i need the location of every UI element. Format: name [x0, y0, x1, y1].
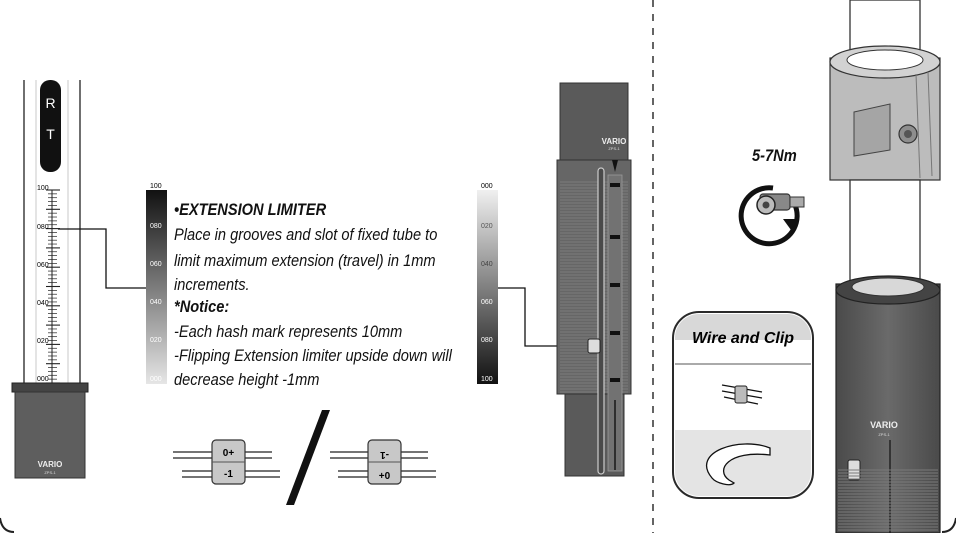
notice-line-2: -Flipping Extension limiter upside down …: [174, 346, 452, 365]
left-brand: VARIO: [38, 460, 63, 469]
left-leader-line: [58, 228, 146, 289]
wire-clip-panel: Wire and Clip: [672, 311, 814, 499]
wire-with-limiter-icon: [721, 384, 763, 405]
right-brand-sub: ZPS-1: [878, 432, 890, 437]
right-scale-080: 080: [481, 337, 493, 344]
right-scale-000: 000: [481, 183, 493, 190]
instructions-heading: •EXTENSION LIMITER: [174, 200, 327, 219]
mid-scale-080: 080: [150, 223, 162, 230]
middle-gradient-scale: 100 080 060 040 020 000: [146, 183, 167, 384]
instructions-body-2: limit maximum extension (travel) in 1mm: [174, 251, 436, 270]
left-scale-080: 080: [37, 224, 49, 231]
center-seatpost: VARIO ZPS-1: [556, 82, 632, 477]
right-scale-040: 040: [481, 261, 493, 268]
mid-scale-100: 100: [150, 183, 162, 190]
rotate-arrow-icon: [738, 185, 800, 247]
mid-scale-000: 000: [150, 376, 162, 383]
left-scale-060: 060: [37, 262, 49, 269]
limiter-left: 0+ -1: [173, 439, 280, 485]
tube-label-r: R: [45, 95, 55, 111]
instructions-body-1: Place in grooves and slot of fixed tube …: [174, 225, 438, 244]
right-grooves: [838, 469, 938, 531]
frame-corner-right: [941, 517, 956, 533]
mid-scale-060: 060: [150, 261, 162, 268]
limiter-left-top: 0+: [223, 448, 235, 459]
left-lower-tube: [14, 391, 86, 479]
right-brand: VARIO: [870, 420, 898, 430]
left-brand-sub: ZPS-1: [44, 470, 56, 475]
right-scale-100: 100: [481, 376, 493, 383]
wire-clip-title: Wire and Clip: [692, 330, 794, 347]
center-brand: VARIO: [602, 137, 627, 146]
right-lower-tube: [835, 283, 941, 534]
mid-scale-020: 020: [150, 337, 162, 344]
notice-line-3: decrease height -1mm: [174, 370, 320, 389]
left-scale-000: 000: [37, 376, 49, 383]
limiter-left-bottom: -1: [224, 469, 233, 480]
right-scale-020: 020: [481, 223, 493, 230]
notice-line-1: -Each hash mark represents 10mm: [174, 322, 403, 341]
slash-divider: [286, 410, 330, 505]
left-collar: [11, 382, 89, 393]
left-seatpost: R T 100 080 060 040 020 000 VARIO ZPS-1: [11, 80, 146, 479]
limiter-right-bottom: +0: [379, 471, 391, 482]
mid-scale-040: 040: [150, 299, 162, 306]
gradient-bar-light: [477, 190, 498, 384]
torque-label: 5-7Nm: [752, 146, 797, 165]
frame-corner-left: [0, 517, 15, 533]
rt-label-bar: [40, 80, 61, 172]
torque-bolt-icon: [738, 185, 805, 247]
left-scale-020: 020: [37, 338, 49, 345]
left-scale-ticks: [46, 189, 60, 384]
left-scale-100: 100: [37, 185, 49, 192]
center-brand-sub: ZPS-1: [608, 146, 620, 151]
right-assembly: VARIO ZPS-1: [829, 0, 941, 534]
clip-ring-icon: [705, 443, 771, 486]
right-gradient-scale: 000 020 040 060 080 100: [477, 183, 592, 384]
notice-heading: *Notice:: [174, 297, 230, 316]
instructions-body-3: increments.: [174, 275, 250, 294]
limiter-right: -1 +0: [330, 439, 436, 485]
tube-label-t: T: [46, 126, 55, 142]
right-scale-060: 060: [481, 299, 493, 306]
limiter-right-top: -1: [380, 449, 389, 460]
gradient-bar-dark: [146, 190, 167, 384]
left-scale-040: 040: [37, 300, 49, 307]
